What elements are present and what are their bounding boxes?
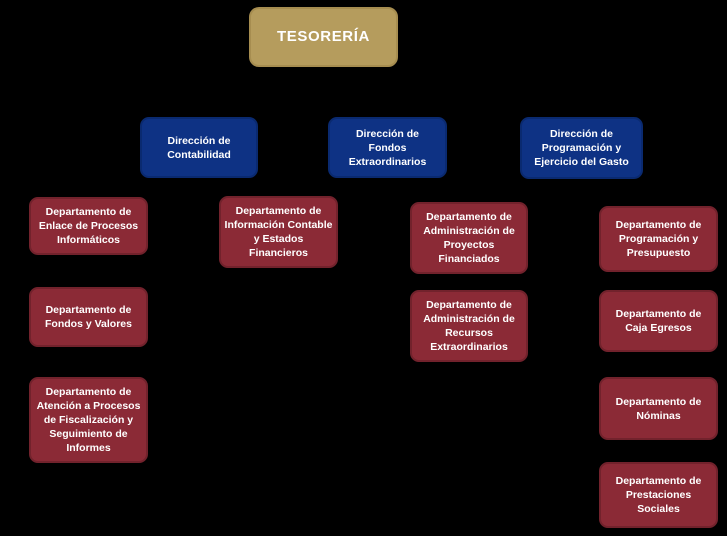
org-node-direccion-contabilidad-label: Dirección de Contabilidad [167,134,231,161]
org-node-departamento-prestaciones-sociales: Departamento de Prestaciones Sociales [599,462,718,528]
org-node-departamento-fondos-valores-label: Departamento de Fondos y Valores [45,304,132,330]
org-node-departamento-informacion-contable-label: Departamento de Información Contable y E… [224,205,333,259]
org-node-direccion-contabilidad: Dirección de Contabilidad [140,117,258,178]
org-node-direccion-programacion-gasto: Dirección de Programación y Ejercicio de… [520,117,643,179]
org-node-direccion-fondos-extraordinarios: Dirección de Fondos Extraordinarios [328,117,447,178]
org-node-direccion-programacion-gasto-label: Dirección de Programación y Ejercicio de… [534,128,629,168]
org-node-departamento-caja-egresos: Departamento de Caja Egresos [599,290,718,352]
org-node-departamento-proyectos-financiados-label: Departamento de Administración de Proyec… [423,211,515,265]
org-node-tesoreria-label: TESORERÍA [277,28,370,45]
org-node-departamento-prestaciones-sociales-label: Departamento de Prestaciones Sociales [615,475,702,515]
org-node-direccion-fondos-extraordinarios-label: Dirección de Fondos Extraordinarios [348,127,427,168]
org-node-departamento-programacion-presupuesto: Departamento de Programación y Presupues… [599,206,718,272]
org-node-departamento-enlace-procesos-informaticos-label: Departamento de Enlace de Procesos Infor… [38,206,139,246]
org-node-departamento-atencion-procesos-fiscalizacion-label: Departamento de Atención a Procesos de F… [36,386,141,454]
org-node-departamento-proyectos-financiados: Departamento de Administración de Proyec… [410,202,528,274]
org-node-departamento-recursos-extraordinarios: Departamento de Administración de Recurs… [410,290,528,362]
org-node-departamento-nominas: Departamento de Nóminas [599,377,718,440]
org-node-tesoreria: TESORERÍA [249,7,398,67]
org-node-departamento-enlace-procesos-informaticos: Departamento de Enlace de Procesos Infor… [29,197,148,255]
org-node-departamento-programacion-presupuesto-label: Departamento de Programación y Presupues… [615,219,702,259]
org-node-departamento-recursos-extraordinarios-label: Departamento de Administración de Recurs… [423,299,515,353]
org-node-departamento-atencion-procesos-fiscalizacion: Departamento de Atención a Procesos de F… [29,377,148,463]
org-node-departamento-caja-egresos-label: Departamento de Caja Egresos [615,308,702,334]
org-node-departamento-fondos-valores: Departamento de Fondos y Valores [29,287,148,347]
org-node-departamento-informacion-contable: Departamento de Información Contable y E… [219,196,338,268]
org-node-departamento-nominas-label: Departamento de Nóminas [615,395,702,422]
